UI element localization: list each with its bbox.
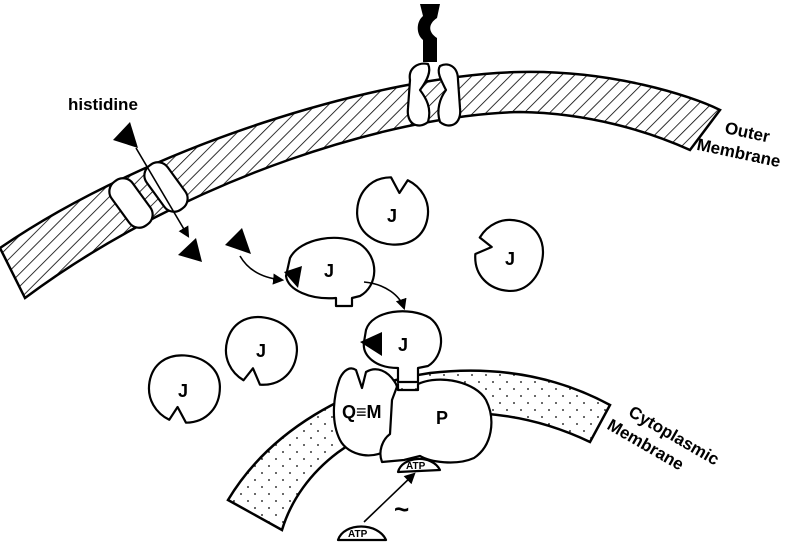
outer-membrane-label-2: Membrane <box>695 135 782 171</box>
qm-label: Q≡M <box>342 402 382 422</box>
histidine-ligand-periplasm-1 <box>178 238 202 262</box>
histidine-ligand-outside <box>113 122 138 148</box>
j-label-6: J <box>398 335 408 355</box>
atp-label-bound: ATP <box>406 461 426 472</box>
j-label-3: J <box>324 261 334 281</box>
j-label-4: J <box>256 341 266 361</box>
histidine-label: histidine <box>68 95 138 114</box>
j-label-2: J <box>505 249 515 269</box>
p-label: P <box>436 408 448 428</box>
j-label-5: J <box>178 381 188 401</box>
j-label-1: J <box>387 206 397 226</box>
tilde-symbol: ~ <box>394 494 409 524</box>
binding-arrow-1 <box>240 256 282 280</box>
atp-label-free: ATP <box>348 529 368 540</box>
histidine-ligand-periplasm-2 <box>225 228 251 254</box>
